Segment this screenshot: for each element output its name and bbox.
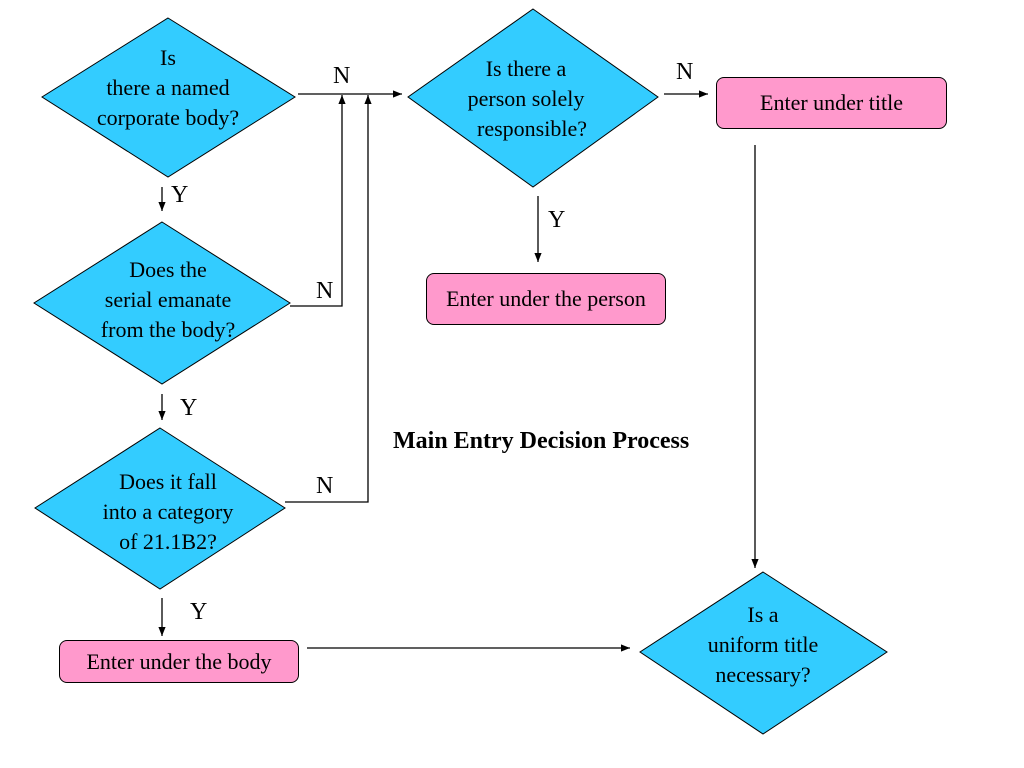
- connector-category-no: [285, 95, 372, 503]
- decision-category-21-1b2-shape: [34, 427, 286, 590]
- diagram-title: Main Entry Decision Process: [393, 428, 690, 454]
- decision-serial-emanate-shape: [33, 221, 291, 385]
- outcome-enter-under-body: Enter under the body: [59, 640, 299, 683]
- branch-person-no: N: [676, 59, 694, 85]
- decision-text-line: of 21.1B2?: [119, 529, 217, 554]
- decision-text-line: Does it fall: [119, 469, 217, 494]
- branch-corporate-yes: Y: [171, 182, 189, 208]
- branch-emanate-no: N: [316, 278, 334, 304]
- decision-text-line: Is: [160, 45, 176, 70]
- decision-text-line: serial emanate: [104, 287, 232, 312]
- decision-text-line: Is a: [747, 602, 779, 627]
- branch-category-no: N: [316, 473, 334, 499]
- decision-person-solely-responsible-shape: [407, 8, 659, 188]
- decision-text-line: corporate body?: [96, 105, 240, 130]
- decision-serial-emanate-label: Does the serial emanate from the body?: [58, 255, 278, 345]
- decision-text-line: necessary?: [715, 662, 811, 687]
- branch-person-yes: Y: [548, 207, 566, 233]
- decision-text-line: responsible?: [477, 116, 587, 141]
- decision-text-line: uniform title: [707, 632, 819, 657]
- decision-text-line: from the body?: [100, 317, 236, 342]
- branch-emanate-yes: Y: [180, 395, 198, 421]
- decision-named-corporate-body-label: Is there a named corporate body?: [58, 43, 278, 133]
- decision-uniform-title-necessary-shape: [639, 571, 888, 735]
- decision-text-line: Is there a: [485, 56, 567, 81]
- decision-text-line: into a category: [102, 499, 234, 524]
- outcome-enter-under-person: Enter under the person: [426, 273, 666, 325]
- decision-uniform-title-necessary-label: Is a uniform title necessary?: [663, 600, 863, 690]
- decision-named-corporate-body-shape: [41, 17, 296, 178]
- decision-person-solely-responsible-label: Is there a person solely responsible?: [426, 54, 626, 144]
- decision-text-line: there a named: [106, 75, 230, 100]
- decision-text-line: person solely: [467, 86, 585, 111]
- decision-category-21-1b2-label: Does it fall into a category of 21.1B2?: [58, 467, 278, 557]
- branch-category-yes: Y: [190, 599, 208, 625]
- outcome-enter-under-title: Enter under title: [716, 77, 947, 129]
- branch-corporate-no: N: [333, 63, 351, 89]
- decision-text-line: Does the: [129, 257, 207, 282]
- connector-emanate-no: [290, 95, 346, 307]
